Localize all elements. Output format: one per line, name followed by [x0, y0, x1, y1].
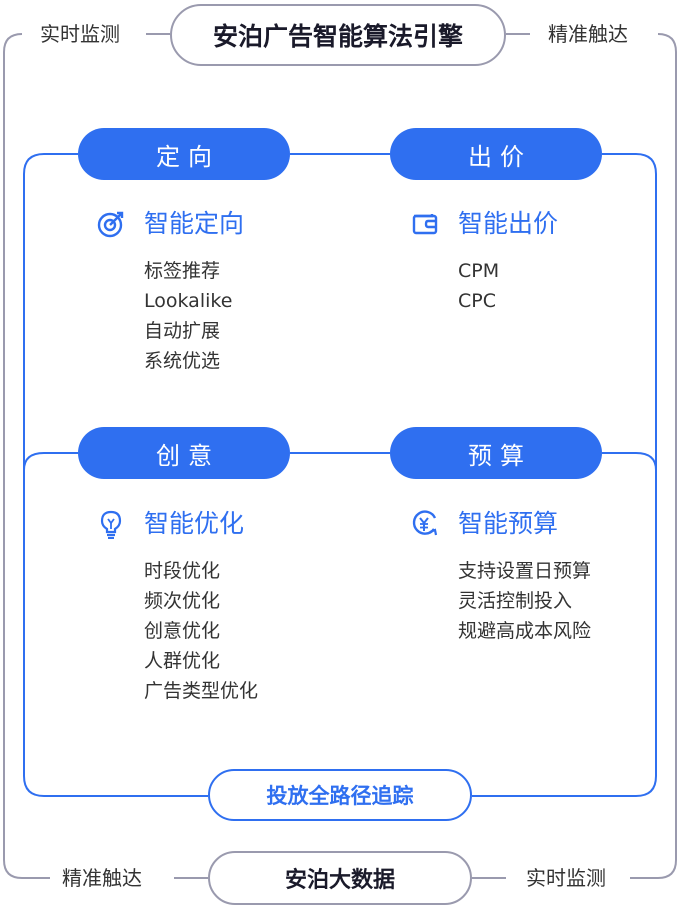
- creative-items: 时段优化 频次优化 创意优化 人群优化 广告类型优化: [144, 556, 258, 706]
- inner-frame-right: [472, 153, 657, 797]
- full-path-tracking-label: 投放全路径追踪: [208, 769, 472, 821]
- list-item: 规避高成本风险: [458, 620, 592, 642]
- inner-frame-top: [23, 153, 208, 797]
- header-right-label: 精准触达: [548, 22, 628, 46]
- lightbulb-icon: [96, 509, 126, 540]
- list-item: 灵活控制投入: [458, 590, 573, 612]
- middle-divider-right: [602, 452, 657, 471]
- pill-budget: 预算: [390, 427, 602, 479]
- list-item: Lookalike: [144, 290, 233, 312]
- section-budget-title: 智能预算: [458, 509, 559, 538]
- section-targeting-head: 智能定向: [96, 208, 244, 240]
- big-data-title: 安泊大数据: [208, 851, 472, 905]
- section-bidding-head: 智能出价: [410, 208, 558, 240]
- list-item: CPM: [458, 260, 500, 282]
- pill-creative: 创意: [78, 427, 290, 479]
- list-item: CPC: [458, 290, 496, 312]
- yen-cycle-icon: [410, 509, 440, 539]
- bidding-items: CPM CPC: [458, 256, 499, 316]
- header-left-label: 实时监测: [40, 22, 120, 46]
- targeting-items: 标签推荐 Lookalike 自动扩展 系统优选: [144, 256, 232, 376]
- middle-divider-left: [23, 452, 78, 471]
- list-item: 人群优化: [144, 650, 221, 672]
- wallet-icon: [410, 209, 440, 239]
- target-icon: [96, 209, 126, 239]
- footer-right-label: 实时监测: [526, 866, 606, 890]
- list-item: 广告类型优化: [144, 680, 259, 702]
- list-item: 创意优化: [144, 620, 221, 642]
- engine-title: 安泊广告智能算法引擎: [170, 4, 506, 66]
- section-creative-title: 智能优化: [144, 509, 245, 538]
- section-bidding-title: 智能出价: [458, 209, 559, 238]
- pill-targeting: 定向: [78, 128, 290, 180]
- list-item: 频次优化: [144, 590, 221, 612]
- section-budget-head: 智能预算: [410, 508, 558, 540]
- budget-items: 支持设置日预算 灵活控制投入 规避高成本风险: [458, 556, 591, 646]
- pill-bidding: 出价: [390, 128, 602, 180]
- list-item: 时段优化: [144, 560, 221, 582]
- list-item: 标签推荐: [144, 260, 221, 282]
- section-targeting-title: 智能定向: [144, 209, 245, 238]
- list-item: 支持设置日预算: [458, 560, 592, 582]
- outer-frame-right: [630, 33, 677, 879]
- footer-left-label: 精准触达: [62, 866, 142, 890]
- section-creative-head: 智能优化: [96, 508, 244, 540]
- list-item: 自动扩展: [144, 320, 221, 342]
- list-item: 系统优选: [144, 350, 221, 372]
- outer-frame-left: [3, 33, 50, 879]
